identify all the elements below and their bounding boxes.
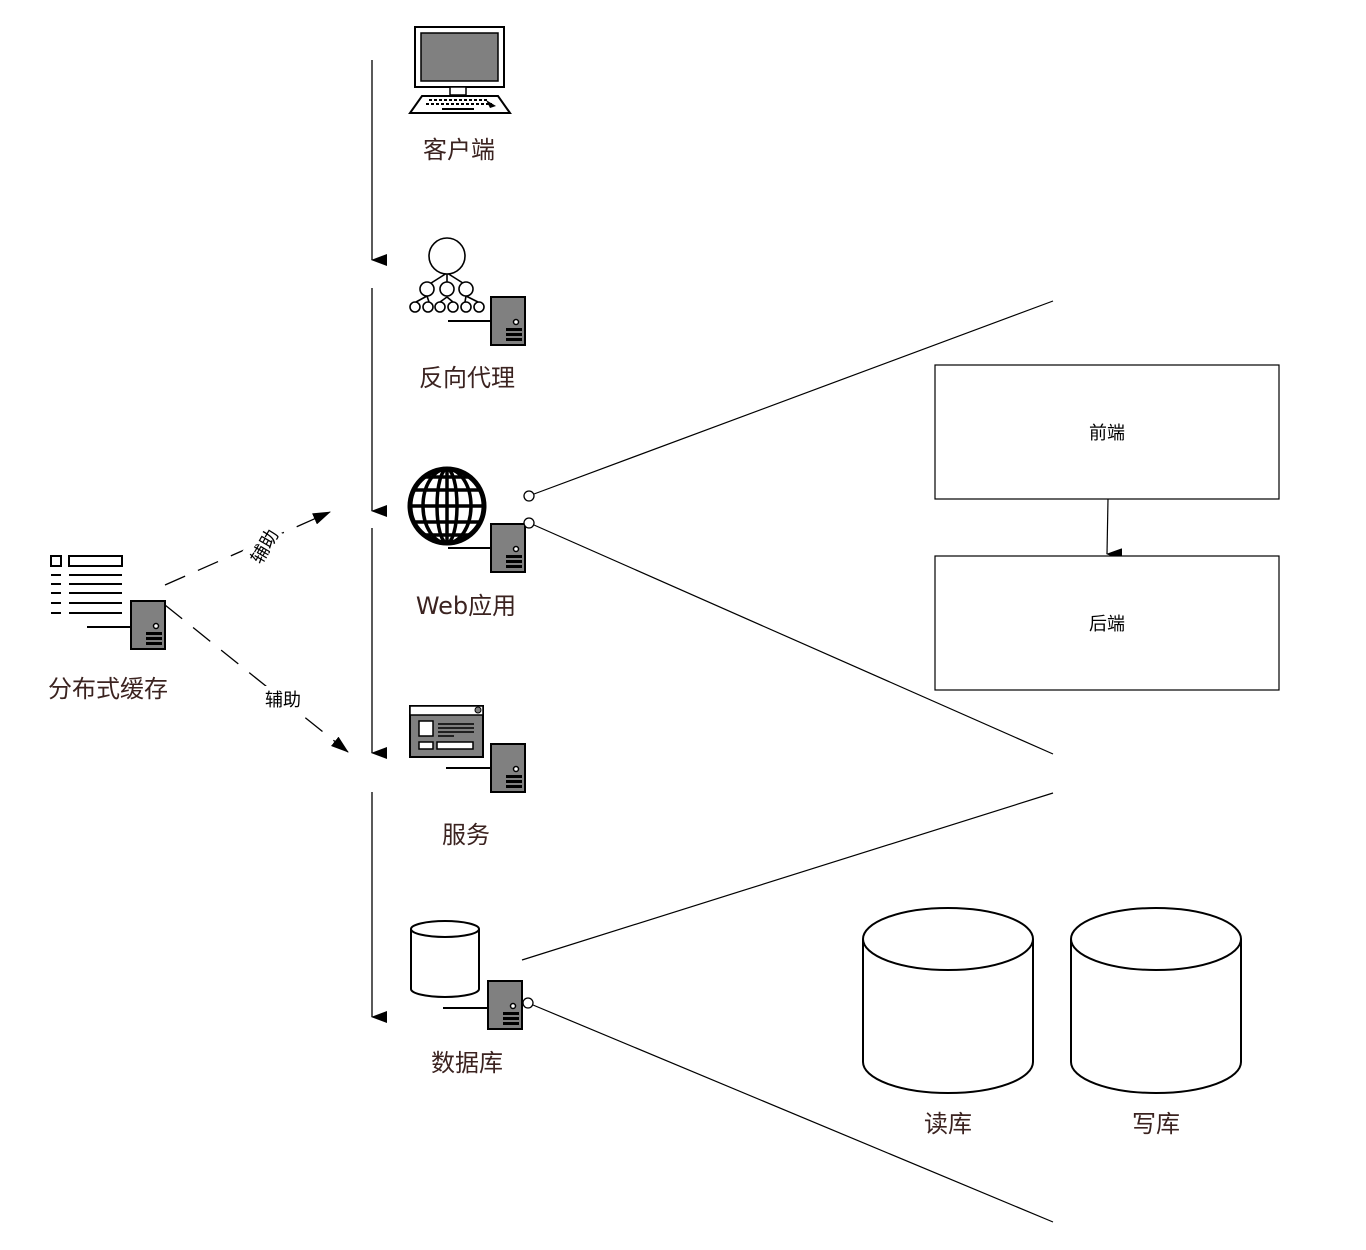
node-label-service: 服务 <box>442 821 490 849</box>
server-icon <box>490 523 526 573</box>
web-detail-panel: 前端 后端 <box>934 364 1280 691</box>
node-web-app[interactable]: Web应用 <box>407 466 535 620</box>
hierarchy-tree-icon <box>409 237 485 313</box>
database-expansion-lines <box>521 792 1054 1223</box>
read-db-cylinder[interactable]: 读库 <box>862 907 1034 1138</box>
node-client[interactable]: 客户端 <box>408 26 512 164</box>
read-db-label: 读库 <box>924 1110 972 1138</box>
app-window-icon <box>409 705 484 758</box>
node-label-client: 客户端 <box>423 136 495 164</box>
node-database[interactable]: 数据库 <box>410 920 534 1077</box>
write-db-cylinder[interactable]: 写库 <box>1070 907 1242 1138</box>
frontend-label: 前端 <box>1089 423 1125 444</box>
server-icon <box>130 600 166 650</box>
cylinder-icon <box>410 920 480 998</box>
globe-icon <box>407 466 487 546</box>
connection-port[interactable] <box>523 517 535 529</box>
connection-port[interactable] <box>523 490 535 502</box>
list-icon <box>50 555 123 614</box>
frontend-to-backend-arrow <box>1106 498 1123 561</box>
assist-edge-cache-to-service: 辅助 <box>164 604 349 753</box>
server-icon <box>490 296 526 346</box>
node-label-reverse-proxy: 反向代理 <box>419 364 515 392</box>
backend-box[interactable]: 后端 <box>934 555 1280 691</box>
server-icon <box>490 743 526 793</box>
frontend-box[interactable]: 前端 <box>934 364 1280 500</box>
assist-edge-cache-to-web-app: 辅助 <box>164 511 331 586</box>
connection-port[interactable] <box>522 997 534 1009</box>
node-distributed-cache[interactable]: 分布式缓存 <box>48 555 168 703</box>
server-icon <box>487 980 523 1030</box>
web-app-expansion-lines <box>533 300 1054 755</box>
desktop-computer-icon <box>408 26 512 114</box>
backend-label: 后端 <box>1089 614 1125 635</box>
edge-label-assist-2: 辅助 <box>265 690 301 711</box>
write-db-label: 写库 <box>1132 1110 1180 1138</box>
node-label-web-app: Web应用 <box>416 592 516 620</box>
node-label-database: 数据库 <box>431 1049 503 1077</box>
node-label-distributed-cache: 分布式缓存 <box>48 675 168 703</box>
node-reverse-proxy[interactable]: 反向代理 <box>409 237 526 392</box>
db-detail-panel: 读库 写库 <box>862 907 1242 1138</box>
node-service[interactable]: 服务 <box>409 705 526 849</box>
